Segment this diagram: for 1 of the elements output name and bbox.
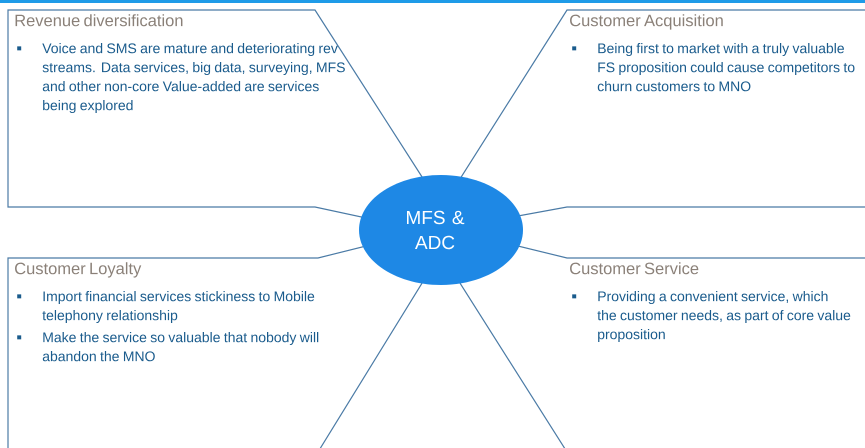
callout-box: Customer Service Providing a convenient service, which the customer needs, as part of core value proposition: [457, 245, 865, 448]
